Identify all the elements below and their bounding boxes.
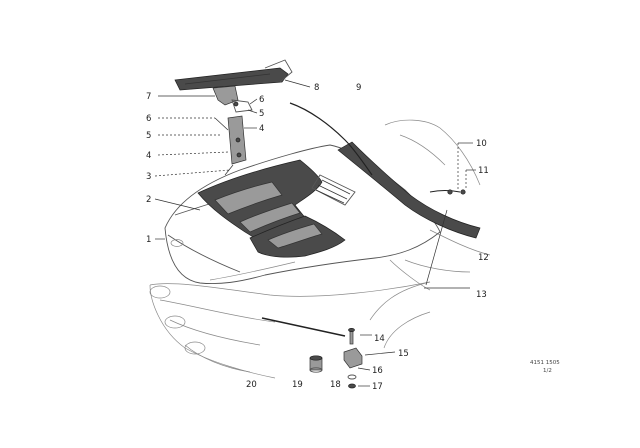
callout-2: 2 [146, 195, 151, 205]
callout-6-left: 6 [146, 114, 151, 124]
reference-code: 4151 1505 [530, 360, 560, 366]
callout-18: 18 [330, 380, 341, 390]
callout-15: 15 [398, 349, 409, 359]
callout-9: 9 [356, 83, 361, 93]
callouts: 1 2 3 4 5 6 7 8 6 5 4 9 10 11 12 13 14 1… [146, 83, 489, 392]
insulation-mat [197, 159, 356, 258]
callout-5-left: 5 [146, 131, 151, 141]
callout-11: 11 [478, 166, 489, 176]
reference-block: 4151 1505 1/2 [530, 360, 560, 374]
callout-3: 3 [146, 172, 151, 182]
callout-4-right: 4 [259, 124, 264, 134]
callout-16: 16 [372, 366, 383, 376]
latch-rod [425, 189, 466, 286]
sheet-mark: 1/2 [543, 368, 552, 374]
release-cable [289, 102, 373, 176]
callout-1: 1 [146, 235, 151, 245]
callout-13: 13 [476, 290, 487, 300]
car-body-outline [149, 119, 491, 379]
callout-6-right: 6 [259, 95, 264, 105]
callout-7: 7 [146, 92, 151, 102]
callout-8: 8 [314, 83, 319, 93]
callout-19: 19 [292, 380, 303, 390]
seal-strip [337, 141, 481, 239]
callout-20: 20 [246, 380, 257, 390]
small-parts [309, 328, 363, 389]
top-rail [174, 59, 293, 91]
callout-5-right: 5 [259, 109, 264, 119]
callout-14: 14 [374, 334, 385, 344]
callout-4-left: 4 [146, 151, 151, 161]
callout-12: 12 [478, 253, 489, 263]
leader-lines [154, 79, 476, 387]
callout-17: 17 [372, 382, 383, 392]
callout-10: 10 [476, 139, 487, 149]
prop-rod [261, 317, 346, 337]
hinge-bracket [212, 85, 253, 176]
